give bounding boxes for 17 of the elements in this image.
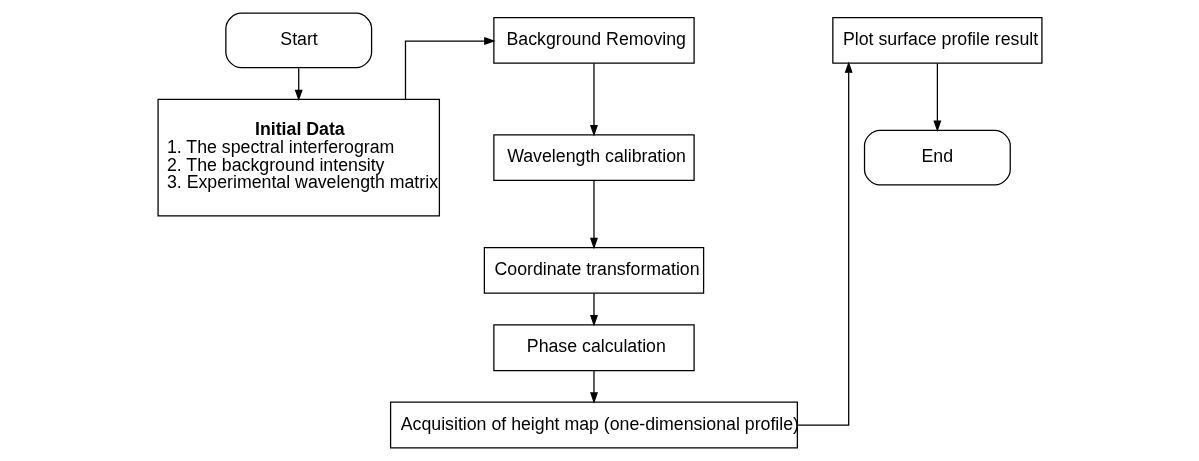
- arrow: [589, 179, 598, 250]
- node-box: Acquisition of height map (one-dimensional profile): [389, 401, 798, 449]
- arrow: [796, 61, 853, 426]
- node-box: Plot surface profile result: [831, 16, 1043, 64]
- arrow: [932, 62, 941, 132]
- node-box: Phase calculation: [492, 324, 695, 372]
- node-box: End: [863, 129, 1011, 186]
- node-box: Wavelength calibration: [492, 134, 695, 182]
- node-box: Background Removing: [492, 16, 695, 64]
- node-box: Start: [224, 12, 372, 69]
- node-box: Coordinate transformation: [483, 246, 704, 294]
- arrow: [589, 292, 598, 327]
- arrow: [589, 370, 598, 404]
- arrow: [294, 67, 303, 102]
- arrow: [404, 37, 496, 100]
- arrow: [589, 62, 598, 137]
- node-box: Initial Data 1. The spectral interferogram 2. The background intensity 3. Experimental wavelength matrix: [156, 98, 440, 217]
